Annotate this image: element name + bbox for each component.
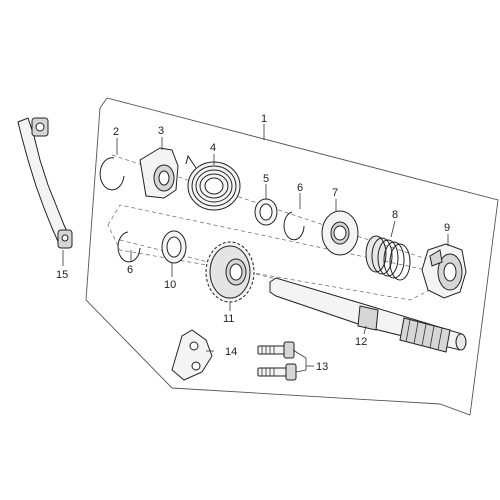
label-part-14: 14 <box>225 346 237 358</box>
label-part-6-lower: 6 <box>127 264 133 276</box>
lower-axis-line <box>119 239 281 281</box>
ratchet-9-part <box>421 243 467 299</box>
label-part-13: 13 <box>316 361 328 373</box>
circlip-6-upper-part <box>283 211 305 241</box>
circlip-2-part <box>99 157 125 191</box>
bolt-13-upper-part <box>257 341 295 359</box>
kick-spring-4-part <box>185 154 241 211</box>
circlip-6-lower-part <box>117 231 141 263</box>
label-part-7: 7 <box>332 187 338 199</box>
label-part-15: 15 <box>56 269 68 281</box>
washer-10-part <box>161 230 187 264</box>
label-part-5: 5 <box>263 173 269 185</box>
bolt-13-lower-part <box>257 363 297 381</box>
kick-lever-part <box>17 117 73 249</box>
label-part-1: 1 <box>261 113 267 125</box>
idle-gear-11-part <box>205 241 255 303</box>
label-part-12: 12 <box>355 336 367 348</box>
washer-7-part <box>321 210 359 256</box>
label-part-6-upper: 6 <box>297 182 303 194</box>
ratchet-spring-8-part <box>365 235 411 281</box>
washer-5-part <box>254 198 278 226</box>
label-part-10: 10 <box>164 279 176 291</box>
assembly-frame <box>85 97 499 416</box>
label-part-8: 8 <box>392 209 398 221</box>
ratchet-housing-3-part <box>139 147 179 199</box>
leader-lines <box>62 124 449 373</box>
label-part-9: 9 <box>444 222 450 234</box>
kick-shaft-12-part <box>269 277 467 353</box>
upper-axis-line <box>111 154 461 271</box>
label-part-4: 4 <box>210 142 216 154</box>
bracket-14-part <box>171 329 213 381</box>
label-part-11: 11 <box>223 313 234 325</box>
label-part-3: 3 <box>158 125 164 137</box>
label-part-2: 2 <box>113 126 119 138</box>
